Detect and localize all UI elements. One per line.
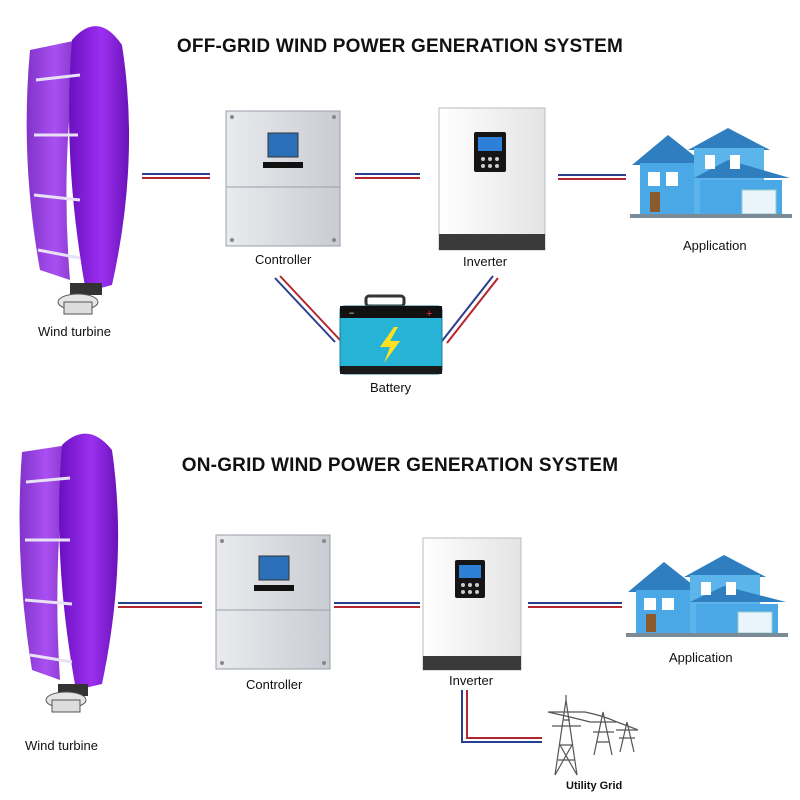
- on-grid-controller-label: Controller: [246, 677, 303, 692]
- battery-off-grid: − +: [339, 294, 443, 375]
- svg-text:+: +: [426, 308, 432, 320]
- off-grid-application-label: Application: [683, 238, 747, 253]
- wire-controller-inverter-on: [334, 602, 420, 608]
- off-grid-title: OFF-GRID WIND POWER GENERATION SYSTEM: [176, 36, 624, 57]
- wind-turbine-on-grid: [19, 433, 119, 713]
- off-grid-inverter-label: Inverter: [463, 254, 508, 269]
- controller-box-on-grid: [215, 534, 331, 670]
- utility-grid-pylons: [547, 695, 639, 776]
- wire-inverter-battery-off: [441, 275, 499, 344]
- wire-turbine-controller-on: [118, 602, 202, 608]
- wind-turbine-off-grid: [26, 26, 130, 315]
- wire-controller-battery-off: [274, 275, 341, 343]
- wire-inverter-application-off: [558, 174, 626, 180]
- wire-controller-inverter-off: [355, 173, 420, 179]
- on-grid-utility-grid-label: Utility Grid: [566, 780, 623, 792]
- off-grid-battery-label: Battery: [370, 380, 412, 395]
- svg-text:−: −: [349, 308, 354, 318]
- inverter-box-on-grid: [422, 537, 522, 671]
- off-grid-wind-turbine-label: Wind turbine: [38, 324, 111, 339]
- house-on-grid: [626, 555, 788, 637]
- on-grid-wind-turbine-label: Wind turbine: [25, 738, 98, 753]
- wire-inverter-utility-grid-on: [461, 690, 542, 743]
- off-grid-controller-label: Controller: [255, 252, 312, 267]
- house-off-grid: [630, 128, 792, 218]
- wire-inverter-application-on: [528, 602, 622, 608]
- on-grid-title: ON-GRID WIND POWER GENERATION SYSTEM: [181, 455, 619, 476]
- on-grid-application-label: Application: [669, 650, 733, 665]
- on-grid-inverter-label: Inverter: [449, 673, 494, 688]
- wire-turbine-controller-off: [142, 173, 210, 179]
- inverter-box-off-grid: [438, 107, 546, 251]
- controller-box-off-grid: [225, 110, 341, 247]
